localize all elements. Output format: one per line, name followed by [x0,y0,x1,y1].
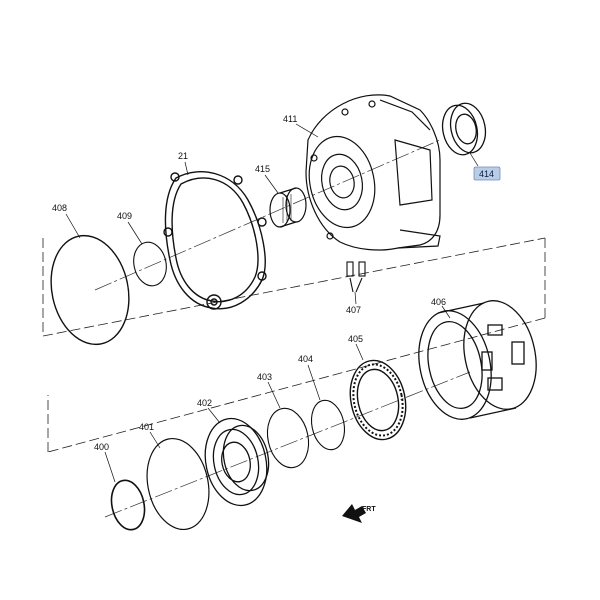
callout-408: 408 [52,203,67,213]
upper-centerline [94,139,441,291]
part-404-ring [310,399,346,451]
part-408-seal-ring [50,234,130,346]
frt-label: FRT [362,506,376,513]
part-21-gasket [163,171,267,310]
callout-409: 409 [117,211,132,221]
part-407-dowel-pins [346,261,366,293]
callout-414: 414 [479,169,494,179]
callout-405: 405 [348,334,363,344]
callout-21: 21 [178,151,188,161]
part-409-ring [133,241,167,287]
part-405-clutch-plate [349,359,407,441]
callout-400: 400 [94,442,109,452]
part-401-ring [146,437,210,531]
callout-402: 402 [197,398,212,408]
part-400-snap-ring [110,479,146,531]
lower-centerline [104,371,471,518]
assembly-frame [42,237,546,453]
callout-415: 415 [255,164,270,174]
part-406-drum [418,300,537,420]
front-direction-arrow-icon [342,504,366,523]
part-411-housing [305,94,441,251]
callout-403: 403 [257,372,272,382]
callout-406: 406 [431,297,446,307]
leader-lines [65,123,479,483]
front-direction-arrow: FRT [342,504,376,523]
callout-411: 411 [283,114,297,124]
callout-404: 404 [298,354,313,364]
callout-labels: 21 408 409 415 411 407 406 405 404 403 4… [52,114,501,452]
callout-414-highlight [473,166,501,181]
part-403-ring [266,407,310,469]
part-415-bearing [269,187,307,228]
part-402-piston [204,417,270,507]
callout-401: 401 [139,422,154,432]
part-414-seal [441,102,487,156]
callout-407: 407 [346,305,361,315]
